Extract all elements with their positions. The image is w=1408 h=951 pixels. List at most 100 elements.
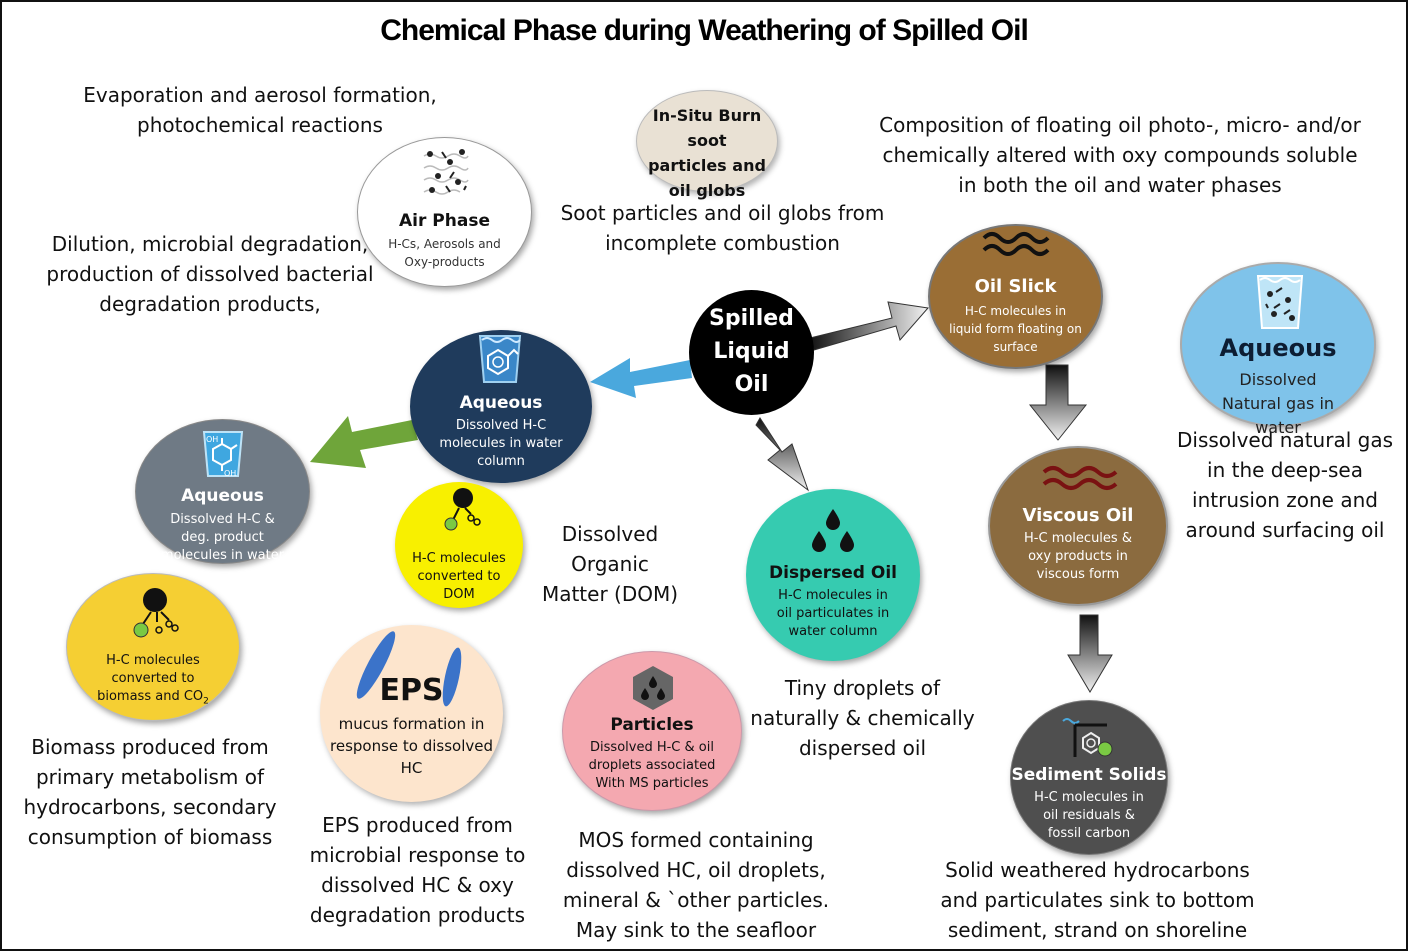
node-oil-slick: Oil Slick H-C molecules in liquid form f… [928, 224, 1103, 369]
caption-line: photochemical reactions [137, 113, 383, 137]
node-title: Oil Slick [974, 276, 1057, 297]
caption-line: Biomass produced from [31, 735, 269, 759]
node-spilled-liquid-oil: Spilled Liquid Oil [689, 290, 814, 415]
caption-line: Solid weathered hydrocarbons [945, 858, 1250, 882]
caption-line: consumption of biomass [27, 825, 273, 849]
arrow-to-sediment [1067, 614, 1113, 693]
caption-mos: MOS formed containing dissolved HC, oil … [550, 825, 842, 945]
node-biomass: H-C molecules converted to biomass and C… [66, 573, 240, 721]
node-title: In-Situ Burn soot particles and oil glob… [648, 106, 766, 200]
caption-biomass: Biomass produced from primary metabolism… [10, 732, 290, 852]
caption-line: primary metabolism of [35, 765, 265, 789]
wave-icon [982, 232, 1050, 256]
caption-line: Evaporation and aerosol formation, [83, 83, 437, 107]
node-dispersed-oil: Dispersed Oil H-C molecules in oil parti… [746, 489, 920, 661]
node-aqueous-water: Aqueous Dissolved H-C molecules in water… [410, 330, 592, 483]
caption-soot: Soot particles and oil globs from incomp… [540, 198, 905, 258]
caption-line: Organic [571, 552, 649, 576]
caption-line: in the deep-sea [1207, 458, 1363, 482]
node-title: EPS [379, 673, 444, 708]
caption-line: EPS produced from [322, 813, 513, 837]
caption-line: Tiny droplets of [784, 676, 941, 700]
node-desc: H-Cs, Aerosols and Oxy-products [388, 237, 501, 269]
caption-line: hydrocarbons, secondary [23, 795, 277, 819]
caption-droplets: Tiny droplets of naturally & chemically … [735, 673, 990, 763]
diagram-title: Chemical Phase during Weathering of Spil… [380, 14, 1029, 47]
caption-line: intrusion zone and [1192, 488, 1378, 512]
caption-line: Matter (DOM) [541, 582, 679, 606]
arrow-to-aqueous-deg [310, 416, 418, 468]
gas-in-water-icon [1256, 275, 1304, 329]
caption-line: May sink to the seafloor [575, 918, 817, 942]
caption-line: sediment, strand on shoreline [947, 918, 1248, 942]
node-desc: H-C molecules in oil residuals & fossil … [1034, 790, 1144, 841]
caption-dilution: Dilution, microbial degradation, product… [20, 229, 400, 319]
caption-line: mineral & `other particles. [562, 888, 830, 912]
caption-line: chemically altered with oxy compounds so… [882, 143, 1358, 167]
node-title: Particles [610, 715, 694, 735]
node-title: Aqueous [1219, 334, 1337, 362]
caption-dom: Dissolved Organic Matter (DOM) [520, 519, 700, 609]
arrow-to-aqueous-water [590, 358, 692, 398]
node-sediment-solids: Sediment Solids H-C molecules in oil res… [1010, 700, 1168, 855]
caption-line: Dissolved natural gas [1177, 428, 1393, 452]
arrow-to-dispersed [755, 417, 810, 492]
co2-subscript: 2 [203, 696, 209, 707]
caption-eps: EPS produced from microbial response to … [290, 810, 545, 930]
eps-strands-icon [356, 631, 462, 707]
node-desc: H-C molecules & oxy products in viscous … [1024, 531, 1132, 582]
node-particles: Particles Dissolved H-C & oil droplets a… [562, 651, 742, 811]
node-desc: mucus formation in response to dissolved… [330, 715, 494, 777]
node-in-situ-burn: In-Situ Burn soot particles and oil glob… [636, 90, 778, 200]
droplets-icon [812, 509, 854, 552]
node-title: Sediment Solids [1011, 765, 1167, 785]
node-desc: Dissolved Natural gas in water [1221, 370, 1335, 437]
node-desc: Dissolved H-C molecules in water column [439, 418, 563, 469]
node-title: Aqueous [459, 393, 543, 413]
arrow-to-oil-slick [809, 301, 929, 351]
node-title: Viscous Oil [1022, 505, 1134, 526]
node-desc: H-C molecules converted to biomass and C… [93, 652, 213, 711]
sediment-molecule-icon [1062, 718, 1113, 757]
node-aqueous-degradation: OH OH Aqueous Dissolved H-C & deg. produ… [135, 419, 310, 564]
caption-line: dissolved HC & oxy [321, 873, 514, 897]
node-title: Air Phase [399, 211, 490, 231]
svg-text:OH: OH [206, 435, 218, 444]
viscous-wave-icon [1042, 466, 1118, 490]
node-desc: H-C molecules converted to DOM [412, 551, 506, 602]
caption-floating-oil: Composition of floating oil photo-, micr… [860, 110, 1380, 200]
node-desc: Dissolved H-C & deg. product molecules i… [160, 512, 285, 563]
caption-line: incomplete combustion [605, 231, 840, 255]
caption-line: dispersed oil [798, 736, 927, 760]
caption-line: microbial response to [309, 843, 526, 867]
node-viscous-oil: Viscous Oil H-C molecules & oxy products… [988, 446, 1168, 606]
caption-line: naturally & chemically [750, 706, 975, 730]
hexagon-droplets-icon [633, 666, 673, 710]
node-desc: Dissolved H-C & oil droplets associated … [588, 740, 716, 791]
caption-line: MOS formed containing [578, 828, 814, 852]
caption-line: Soot particles and oil globs from [560, 201, 885, 225]
biomass-desc-text: H-C molecules converted to biomass and C… [97, 653, 204, 704]
caption-evaporation: Evaporation and aerosol formation, photo… [60, 80, 460, 140]
svg-text:OH: OH [224, 469, 236, 478]
node-dom: H-C molecules converted to DOM [395, 482, 523, 608]
caption-line: Composition of floating oil photo-, micr… [879, 113, 1361, 137]
node-desc: H-C molecules in oil particulates in wat… [776, 588, 890, 639]
caption-line: and particulates sink to bottom [940, 888, 1255, 912]
node-desc: H-C molecules in liquid form floating on… [949, 304, 1082, 354]
node-title: Aqueous [181, 486, 264, 506]
caption-line: dissolved HC, oil droplets, [566, 858, 826, 882]
node-air-phase: Air Phase H-Cs, Aerosols and Oxy-product… [357, 137, 532, 287]
dom-conversion-icon [444, 488, 481, 531]
gas-molecules-icon [423, 149, 469, 195]
caption-line: production of dissolved bacterial [46, 262, 374, 286]
caption-sediment: Solid weathered hydrocarbons and particu… [925, 855, 1270, 945]
caption-line: degradation products, [99, 292, 321, 316]
node-title: Dispersed Oil [769, 563, 897, 583]
caption-natural-gas: Dissolved natural gas in the deep-sea in… [1165, 425, 1405, 545]
node-aqueous-gas: Aqueous Dissolved Natural gas in water [1180, 262, 1376, 437]
caption-line: in both the oil and water phases [958, 173, 1282, 197]
node-title: Spilled Liquid Oil [709, 306, 794, 397]
node-eps: EPS mucus formation in response to disso… [320, 625, 503, 802]
